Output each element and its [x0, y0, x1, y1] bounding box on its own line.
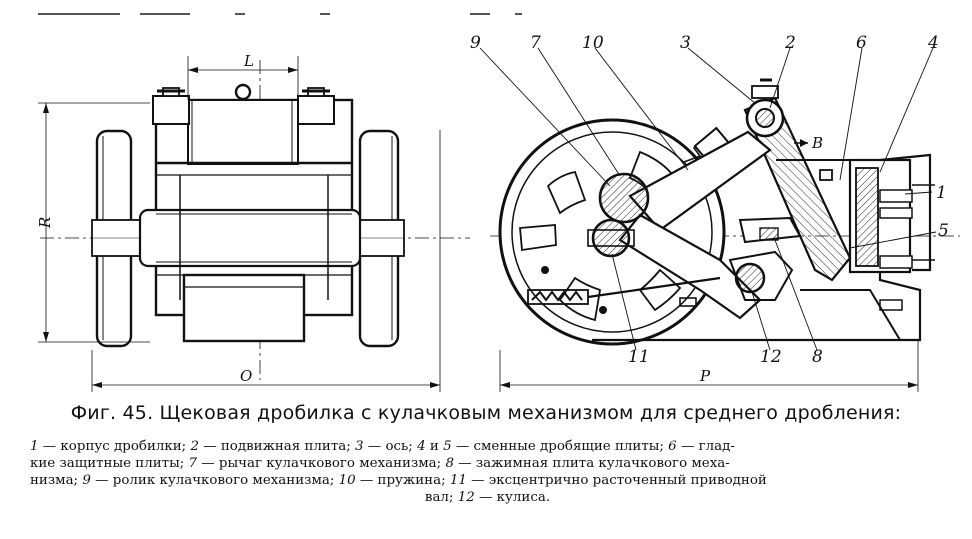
legend-part-text: — эксцентрично расточенный приводной — [466, 473, 767, 488]
legend-part-text: и — [425, 439, 444, 454]
legend-part-text: — ось; — [363, 439, 418, 454]
dim-label-P: P — [699, 367, 711, 385]
legend-part-text: — рычаг кулачкового механизма; — [197, 456, 446, 471]
legend-part-text: вал; — [424, 490, 458, 505]
legend-part-text: — кулиса. — [474, 490, 551, 505]
part-labels: 9 7 10 3 2 6 4 1 5 8 12 11 B — [470, 33, 949, 367]
cam-roller — [598, 172, 650, 224]
crusher-drawing: 9 7 10 3 2 6 4 1 5 8 12 11 B L R O P — [36, 13, 960, 392]
legend-part-number: 4 — [417, 439, 426, 454]
label-7: 7 — [530, 33, 541, 53]
legend-part-number: 7 — [188, 456, 198, 471]
legend-part-text: — сменные дробящие плиты; — [451, 439, 669, 454]
legend-part-number: 12 — [457, 490, 475, 505]
legend-part-number: 1 — [30, 439, 39, 454]
dimension-labels: L R O P — [36, 52, 711, 385]
legend-part-number: 3 — [355, 439, 364, 454]
side-view — [479, 47, 960, 392]
legend-part-text: — подвижная плита; — [198, 439, 356, 454]
legend-part-number: 10 — [338, 473, 356, 488]
eccentric-shaft — [591, 218, 631, 258]
legend-part-number: 9 — [82, 473, 91, 488]
label-2: 2 — [784, 33, 796, 53]
figure-legend: 1 — корпус дробилки; 2 — подвижная плита… — [30, 438, 945, 506]
legend-part-text: — корпус дробилки; — [38, 439, 191, 454]
label-5: 5 — [938, 221, 949, 241]
legend-part-number: 2 — [190, 439, 199, 454]
legend-line: кие защитные плиты; 7 — рычаг кулачковог… — [30, 455, 945, 472]
figure-caption: Фиг. 45. Щековая дробилка с кулачковым м… — [70, 402, 902, 424]
label-9: 9 — [470, 33, 481, 53]
legend-part-text: кие защитные плиты; — [30, 456, 189, 471]
dim-label-O: O — [240, 367, 252, 385]
label-arrow-b: B — [811, 134, 823, 152]
legend-part-text: — пружина; — [355, 473, 450, 488]
label-6: 6 — [856, 33, 867, 53]
label-8: 8 — [812, 347, 823, 367]
dim-label-R: R — [36, 217, 54, 229]
label-1: 1 — [936, 183, 947, 203]
legend-part-text: — зажимная плита кулачкового меха- — [453, 456, 730, 471]
label-11: 11 — [628, 347, 650, 367]
front-view — [38, 56, 470, 392]
legend-line: 1 — корпус дробилки; 2 — подвижная плита… — [30, 438, 945, 455]
legend-part-text: — глад- — [676, 439, 735, 454]
legend-part-text: низма; — [30, 473, 83, 488]
dim-label-L: L — [243, 52, 254, 70]
legend-line: низма; 9 — ролик кулачкового механизма; … — [30, 472, 945, 489]
legend-part-number: 5 — [443, 439, 452, 454]
label-3: 3 — [680, 33, 691, 53]
legend-line: вал; 12 — кулиса. — [30, 489, 945, 506]
label-12: 12 — [760, 347, 782, 367]
cam-lever — [628, 130, 772, 232]
legend-part-number: 6 — [668, 439, 677, 454]
label-10: 10 — [582, 33, 604, 53]
legend-part-number: 11 — [449, 473, 467, 488]
legend-part-number: 8 — [445, 456, 454, 471]
label-4: 4 — [927, 33, 939, 53]
legend-part-text: — ролик кулачкового механизма; — [90, 473, 339, 488]
